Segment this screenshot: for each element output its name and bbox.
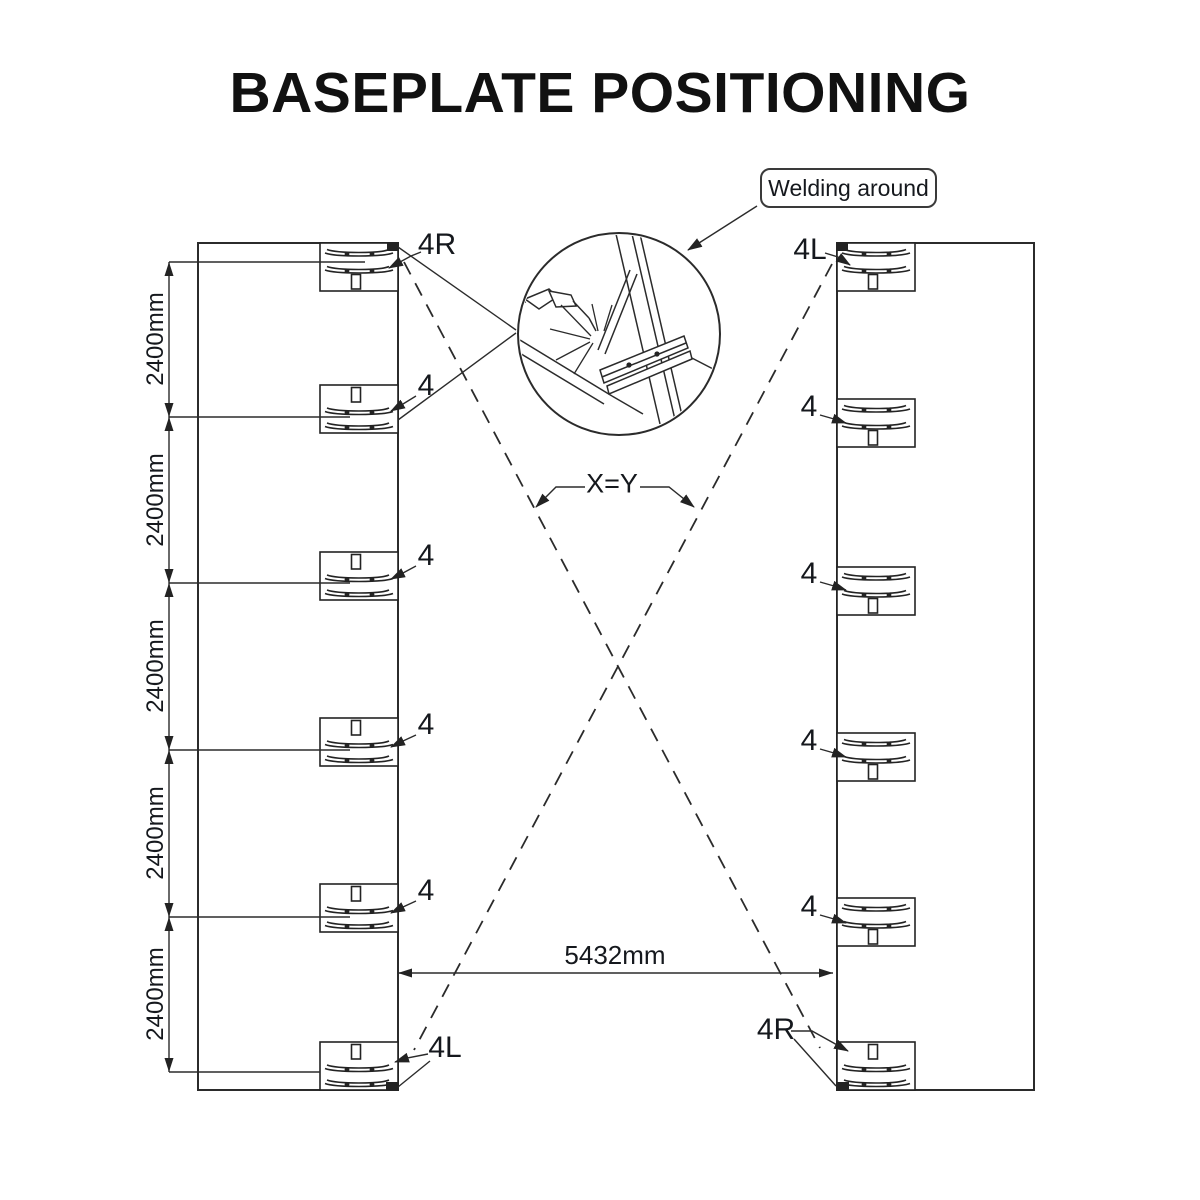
leader-lines [388, 205, 851, 1088]
detail-circle [517, 232, 721, 436]
spacing-dimension-label-5: 2400mm [142, 947, 169, 1041]
baseplate [319, 384, 399, 434]
horizontal-dimension [398, 968, 833, 978]
spacing-dimension-label-1: 2400mm [142, 292, 169, 386]
plate-label-left-3: 4 [417, 539, 435, 572]
baseplate [319, 551, 399, 601]
weld-sparks [549, 303, 613, 375]
diagonal-lines [403, 261, 833, 1051]
baseplate [836, 732, 916, 782]
right-wall [836, 242, 1035, 1091]
left-wall [197, 242, 399, 1091]
plate-label-left-2: 4 [417, 369, 435, 402]
vertical-dimension [164, 261, 365, 1073]
spacing-dimension-label-3: 2400mm [142, 619, 169, 713]
post-edge [631, 235, 677, 425]
span-dimension-label: 5432mm [564, 940, 666, 970]
baseplate [319, 242, 399, 292]
post-edge [615, 235, 661, 425]
spacing-dimension-label-2: 2400mm [142, 453, 169, 547]
page-title: BASEPLATE POSITIONING [229, 61, 971, 125]
plate-label-left-5: 4 [417, 874, 435, 907]
welding-callout-label: Welding around [768, 174, 929, 201]
welding-detail [517, 232, 721, 436]
spacing-dimension-label-4: 2400mm [142, 786, 169, 880]
plate-label-right-1: 4L [793, 233, 827, 266]
post-edge [639, 235, 685, 425]
baseplate [319, 717, 399, 767]
baseplates-left [319, 242, 399, 1091]
detail-callout-lines [397, 246, 517, 421]
baseplate [836, 566, 916, 616]
plate-label-right-2: 4 [800, 390, 818, 423]
plate-label-left-1: 4R [417, 228, 457, 261]
plate-label-right-6: 4R [756, 1013, 796, 1046]
plate-label-right-3: 4 [800, 557, 818, 590]
baseplate [836, 897, 916, 947]
welding-callout: Welding around [760, 168, 937, 208]
baseplates-right [836, 242, 916, 1091]
baseplate [836, 242, 916, 292]
baseplate [836, 398, 916, 448]
plate-label-right-4: 4 [800, 724, 818, 757]
diagonal-equality-label: X=Y [586, 468, 638, 499]
plate-label-left-4: 4 [417, 708, 435, 741]
plate-label-left-6: 4L [428, 1031, 462, 1064]
baseplate [319, 883, 399, 933]
plate-label-right-5: 4 [800, 890, 818, 923]
